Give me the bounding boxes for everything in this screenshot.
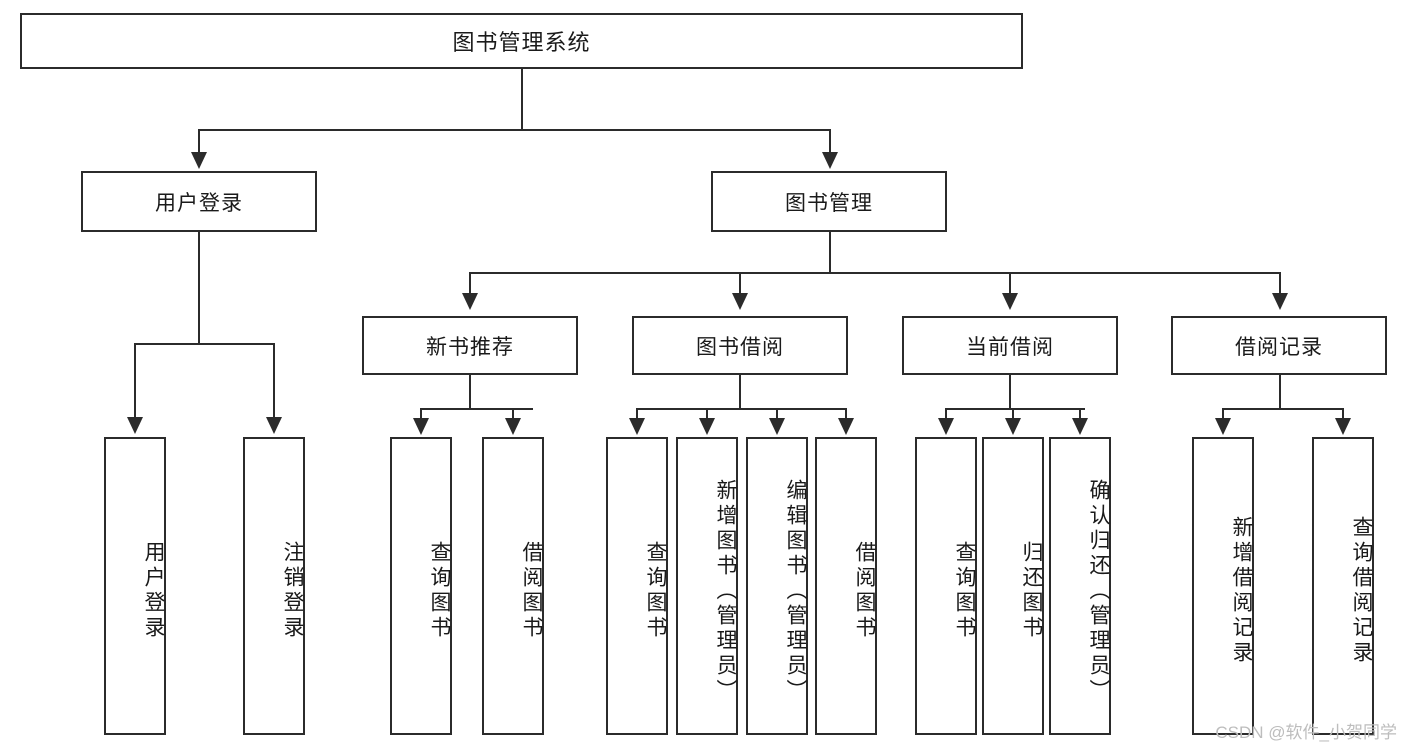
arrow-to-new-book — [462, 293, 478, 310]
arrow-to-leaf-user-login-2 — [266, 417, 282, 434]
arrow-to-leaf-current-borrow-3 — [1072, 418, 1088, 435]
arrow-to-leaf-borrow-record-1 — [1215, 418, 1231, 435]
connector-to-book-borrow — [739, 272, 741, 295]
arrow-to-book-management — [822, 152, 838, 169]
node-label: 查询借阅记录 — [1350, 516, 1373, 666]
connector-borrow-record-leaf-1 — [1222, 408, 1224, 420]
node-user-login[interactable]: 用户登录 — [81, 171, 317, 232]
connector-user-login-stem — [198, 232, 200, 343]
node-label: 用户登录 — [155, 191, 243, 215]
connector-book-borrow-leaf-4 — [845, 408, 847, 420]
arrow-to-user-login — [191, 152, 207, 169]
leaf-book-borrow-borrow[interactable]: 借阅图书 — [815, 437, 877, 735]
connector-book-borrow-stem — [739, 375, 741, 408]
node-label: 图书管理系统 — [452, 30, 591, 55]
arrow-to-leaf-new-book-1 — [413, 418, 429, 435]
node-label: 借阅记录 — [1235, 335, 1323, 359]
connector-root-bus — [198, 129, 830, 131]
leaf-borrow-record-add[interactable]: 新增借阅记录 — [1192, 437, 1254, 735]
connector-to-current-borrow — [1009, 272, 1011, 295]
leaf-book-borrow-add[interactable]: 新增图书（管理员） — [676, 437, 738, 735]
node-book-borrow[interactable]: 图书借阅 — [632, 316, 848, 375]
connector-book-borrow-bus — [636, 408, 846, 410]
arrow-to-leaf-current-borrow-1 — [938, 418, 954, 435]
node-label: 借阅图书 — [853, 541, 876, 641]
leaf-borrow-record-query[interactable]: 查询借阅记录 — [1312, 437, 1374, 735]
leaf-current-borrow-confirm-return[interactable]: 确认归还（管理员） — [1049, 437, 1111, 735]
arrow-to-leaf-book-borrow-4 — [838, 418, 854, 435]
connector-root-to-book-management — [829, 129, 831, 154]
node-label: 查询图书 — [953, 541, 976, 641]
watermark-csdn: CSDN @软件_小贺同学 — [1215, 723, 1397, 742]
connector-current-borrow-stem — [1009, 375, 1011, 408]
node-label: 当前借阅 — [966, 335, 1054, 359]
connector-book-management-bus — [469, 272, 1281, 274]
node-label: 编辑图书（管理员） — [784, 478, 807, 704]
node-new-book-recommend[interactable]: 新书推荐 — [362, 316, 578, 375]
leaf-user-login-login[interactable]: 用户登录 — [104, 437, 166, 735]
leaf-user-login-logout[interactable]: 注销登录 — [243, 437, 305, 735]
leaf-current-borrow-query[interactable]: 查询图书 — [915, 437, 977, 735]
connector-root-to-user-login — [198, 129, 200, 154]
connector-borrow-record-stem — [1279, 375, 1281, 408]
arrow-to-leaf-user-login-1 — [127, 417, 143, 434]
connector-user-login-leaf-1 — [134, 343, 136, 419]
node-book-management[interactable]: 图书管理 — [711, 171, 947, 232]
connector-to-new-book — [469, 272, 471, 295]
connector-book-borrow-leaf-3 — [776, 408, 778, 420]
node-label: 注销登录 — [281, 541, 304, 641]
connector-root-stem — [521, 69, 523, 129]
node-label: 新书推荐 — [426, 335, 514, 359]
connector-book-management-stem — [829, 232, 831, 272]
node-label: 图书借阅 — [696, 335, 784, 359]
arrow-to-leaf-book-borrow-1 — [629, 418, 645, 435]
node-root-book-management-system[interactable]: 图书管理系统 — [20, 13, 1023, 69]
connector-new-book-stem — [469, 375, 471, 408]
leaf-new-book-query[interactable]: 查询图书 — [390, 437, 452, 735]
arrow-to-leaf-book-borrow-3 — [769, 418, 785, 435]
node-label: 归还图书 — [1020, 541, 1043, 641]
node-label: 用户登录 — [142, 541, 165, 641]
node-current-borrow[interactable]: 当前借阅 — [902, 316, 1118, 375]
connector-current-borrow-bus — [945, 408, 1085, 410]
connector-current-borrow-leaf-1 — [945, 408, 947, 420]
node-label: 图书管理 — [785, 191, 873, 215]
connector-new-book-leaf-2 — [512, 408, 514, 420]
node-label: 新增借阅记录 — [1230, 516, 1253, 666]
node-label: 确认归还（管理员） — [1087, 478, 1110, 704]
leaf-current-borrow-return[interactable]: 归还图书 — [982, 437, 1044, 735]
node-label: 借阅图书 — [520, 541, 543, 641]
node-label: 查询图书 — [428, 541, 451, 641]
connector-current-borrow-leaf-2 — [1012, 408, 1014, 420]
arrow-to-leaf-book-borrow-2 — [699, 418, 715, 435]
arrow-to-current-borrow — [1002, 293, 1018, 310]
connector-to-borrow-record — [1279, 272, 1281, 295]
connector-current-borrow-leaf-3 — [1079, 408, 1081, 420]
connector-book-borrow-leaf-1 — [636, 408, 638, 420]
leaf-book-borrow-edit[interactable]: 编辑图书（管理员） — [746, 437, 808, 735]
node-borrow-record[interactable]: 借阅记录 — [1171, 316, 1387, 375]
connector-borrow-record-leaf-2 — [1342, 408, 1344, 420]
node-label: 新增图书（管理员） — [714, 478, 737, 704]
leaf-book-borrow-query[interactable]: 查询图书 — [606, 437, 668, 735]
arrow-to-leaf-new-book-2 — [505, 418, 521, 435]
arrow-to-leaf-borrow-record-2 — [1335, 418, 1351, 435]
arrow-to-leaf-current-borrow-2 — [1005, 418, 1021, 435]
connector-user-login-leaf-2 — [273, 343, 275, 419]
connector-borrow-record-bus — [1222, 408, 1343, 410]
arrow-to-borrow-record — [1272, 293, 1288, 310]
connector-new-book-bus — [420, 408, 533, 410]
connector-new-book-leaf-1 — [420, 408, 422, 420]
connector-book-borrow-leaf-2 — [706, 408, 708, 420]
leaf-new-book-borrow[interactable]: 借阅图书 — [482, 437, 544, 735]
arrow-to-book-borrow — [732, 293, 748, 310]
connector-user-login-bus — [134, 343, 274, 345]
node-label: 查询图书 — [644, 541, 667, 641]
